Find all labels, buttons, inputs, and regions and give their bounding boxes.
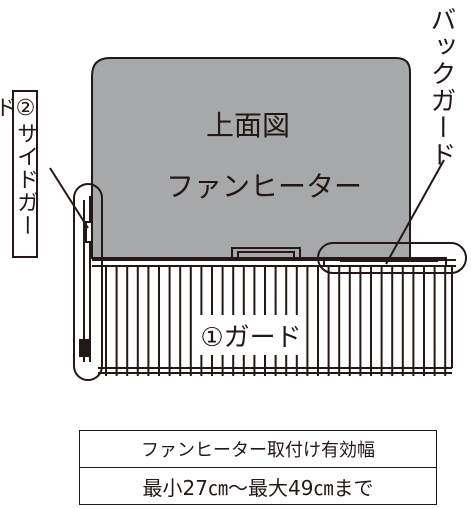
fan-heater-body: [91, 57, 411, 259]
side-guard-label: ②サイドガード: [0, 90, 38, 258]
side-guard-part: [79, 196, 93, 362]
back-guard-label: バックガード: [426, 6, 456, 168]
side-guard-leader: [49, 167, 89, 229]
table-row: ファンヒーター取付け有効幅: [79, 430, 437, 468]
guard-bars: [105, 266, 447, 376]
table-header-cell: ファンヒーター取付け有効幅: [79, 430, 437, 468]
side-guard-callout: [73, 183, 103, 381]
table-value-cell: 最小27㎝～最大49㎝まで: [79, 467, 437, 505]
back-guard-callout: [317, 242, 467, 274]
back-guard-leader: [385, 159, 445, 265]
guard-label: ①ガード: [196, 315, 306, 355]
top-view-label: 上面図: [206, 109, 291, 142]
table-row: 最小27㎝～最大49㎝まで: [79, 467, 437, 505]
fan-heater-label: ファンヒーター: [166, 170, 363, 203]
mounting-width-table: ファンヒーター取付け有効幅 最小27㎝～最大49㎝まで: [79, 430, 437, 505]
